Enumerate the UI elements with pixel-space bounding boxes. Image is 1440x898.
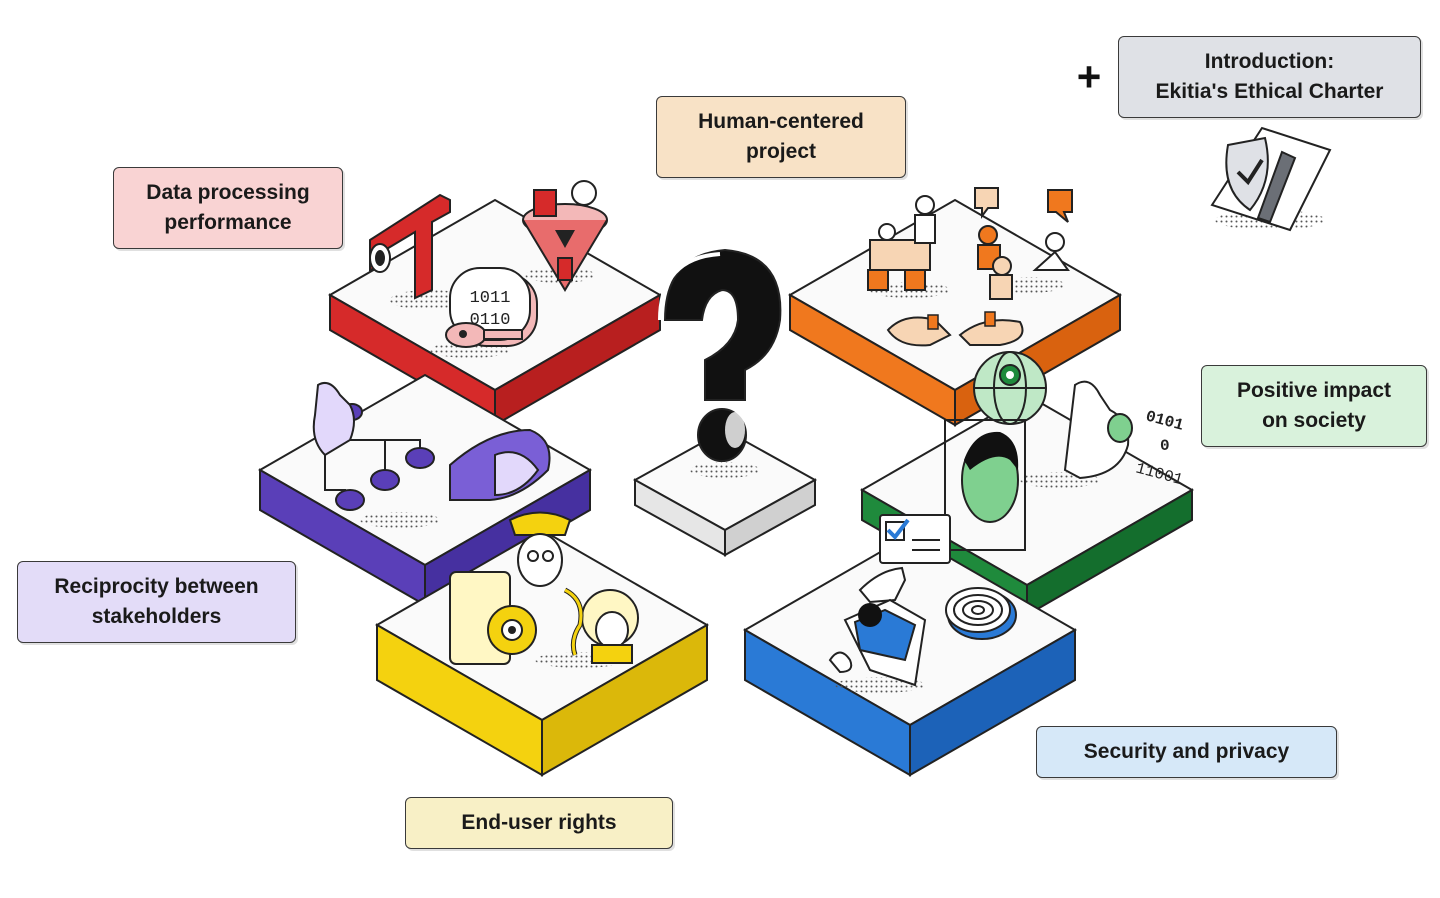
hand-coin-icon (1063, 380, 1133, 480)
human-centered-block[interactable] (787, 198, 1123, 427)
folder-icon (828, 598, 927, 687)
hand-pinch-icon (312, 382, 355, 457)
globe-icon (973, 351, 1047, 425)
pipe-icon (369, 193, 451, 300)
label-reciprocity[interactable]: Reciprocity between stakeholders (17, 561, 296, 643)
label-reciprocity-line2: stakeholders (91, 605, 222, 628)
label-human-centered-line2: project (745, 140, 816, 163)
label-human-centered-line1: Human-centered (698, 110, 864, 133)
svg-text:1011: 1011 (470, 289, 511, 308)
label-end-user-rights-text: End-user rights (461, 811, 617, 834)
funnel-icon (522, 180, 608, 292)
charter-document-icon (1210, 126, 1332, 232)
label-reciprocity-line1: Reciprocity between (54, 575, 259, 598)
label-security-privacy-text: Security and privacy (1083, 740, 1290, 763)
hands-icon (886, 311, 1024, 347)
label-positive-impact[interactable]: Positive impact on society (1201, 365, 1427, 447)
handshake-icon (449, 428, 551, 501)
key-icon (445, 322, 523, 348)
label-data-processing-line2: performance (164, 211, 292, 234)
astronaut-icon (563, 587, 639, 664)
speech-bubble-icon (974, 187, 1073, 223)
face-scan-icon (944, 419, 1026, 551)
label-introduction-line2: Ekitia's Ethical Charter (1155, 80, 1384, 103)
label-positive-impact-line2: on society (1262, 409, 1366, 432)
tablet-icon (449, 571, 537, 665)
label-security-privacy[interactable]: Security and privacy (1036, 726, 1337, 778)
binary-stream-icon: 0101 0 11001 (1134, 407, 1186, 489)
label-data-processing-line1: Data processing (146, 181, 310, 204)
label-positive-impact-line1: Positive impact (1236, 379, 1392, 402)
label-data-processing[interactable]: Data processing performance (113, 167, 343, 249)
label-introduction[interactable]: Introduction: Ekitia's Ethical Charter (1118, 36, 1421, 118)
officer-icon (508, 511, 572, 587)
label-human-centered[interactable]: Human-centered project (656, 96, 906, 178)
question-mark-icon (658, 248, 782, 462)
label-end-user-rights[interactable]: End-user rights (405, 797, 673, 849)
meeting-people-icon (867, 195, 1070, 300)
plus-button[interactable]: + (1076, 53, 1102, 100)
label-introduction-line1: Introduction: (1204, 50, 1335, 73)
fingerprint-icon (945, 587, 1017, 640)
pointing-hand-icon (858, 566, 907, 604)
svg-text:0101: 0101 (1144, 407, 1186, 434)
checkbox-card-icon (879, 514, 951, 564)
question-block[interactable] (632, 428, 818, 557)
svg-text:0: 0 (1160, 437, 1170, 455)
